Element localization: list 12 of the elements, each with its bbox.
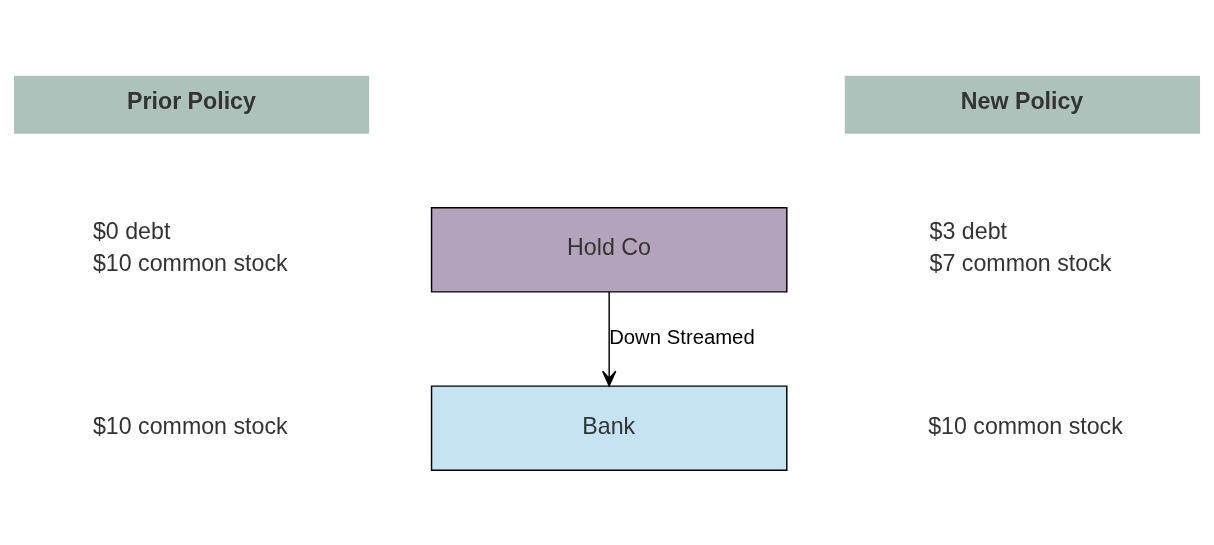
label: $7 common stock bbox=[929, 249, 1112, 276]
node-box: Prior Policy bbox=[13, 75, 370, 134]
edge-label: Down Streamed bbox=[609, 325, 755, 348]
label: $0 debt bbox=[92, 217, 171, 244]
arrow bbox=[601, 290, 617, 386]
label: $3 debt bbox=[929, 217, 1007, 244]
node-box: Hold Co bbox=[430, 206, 788, 293]
node-box: Bank bbox=[430, 384, 788, 471]
label: $10 common stock bbox=[92, 249, 288, 276]
label: $10 common stock bbox=[928, 412, 1123, 439]
label: $10 common stock bbox=[92, 412, 288, 439]
node-box: New Policy bbox=[844, 75, 1201, 134]
